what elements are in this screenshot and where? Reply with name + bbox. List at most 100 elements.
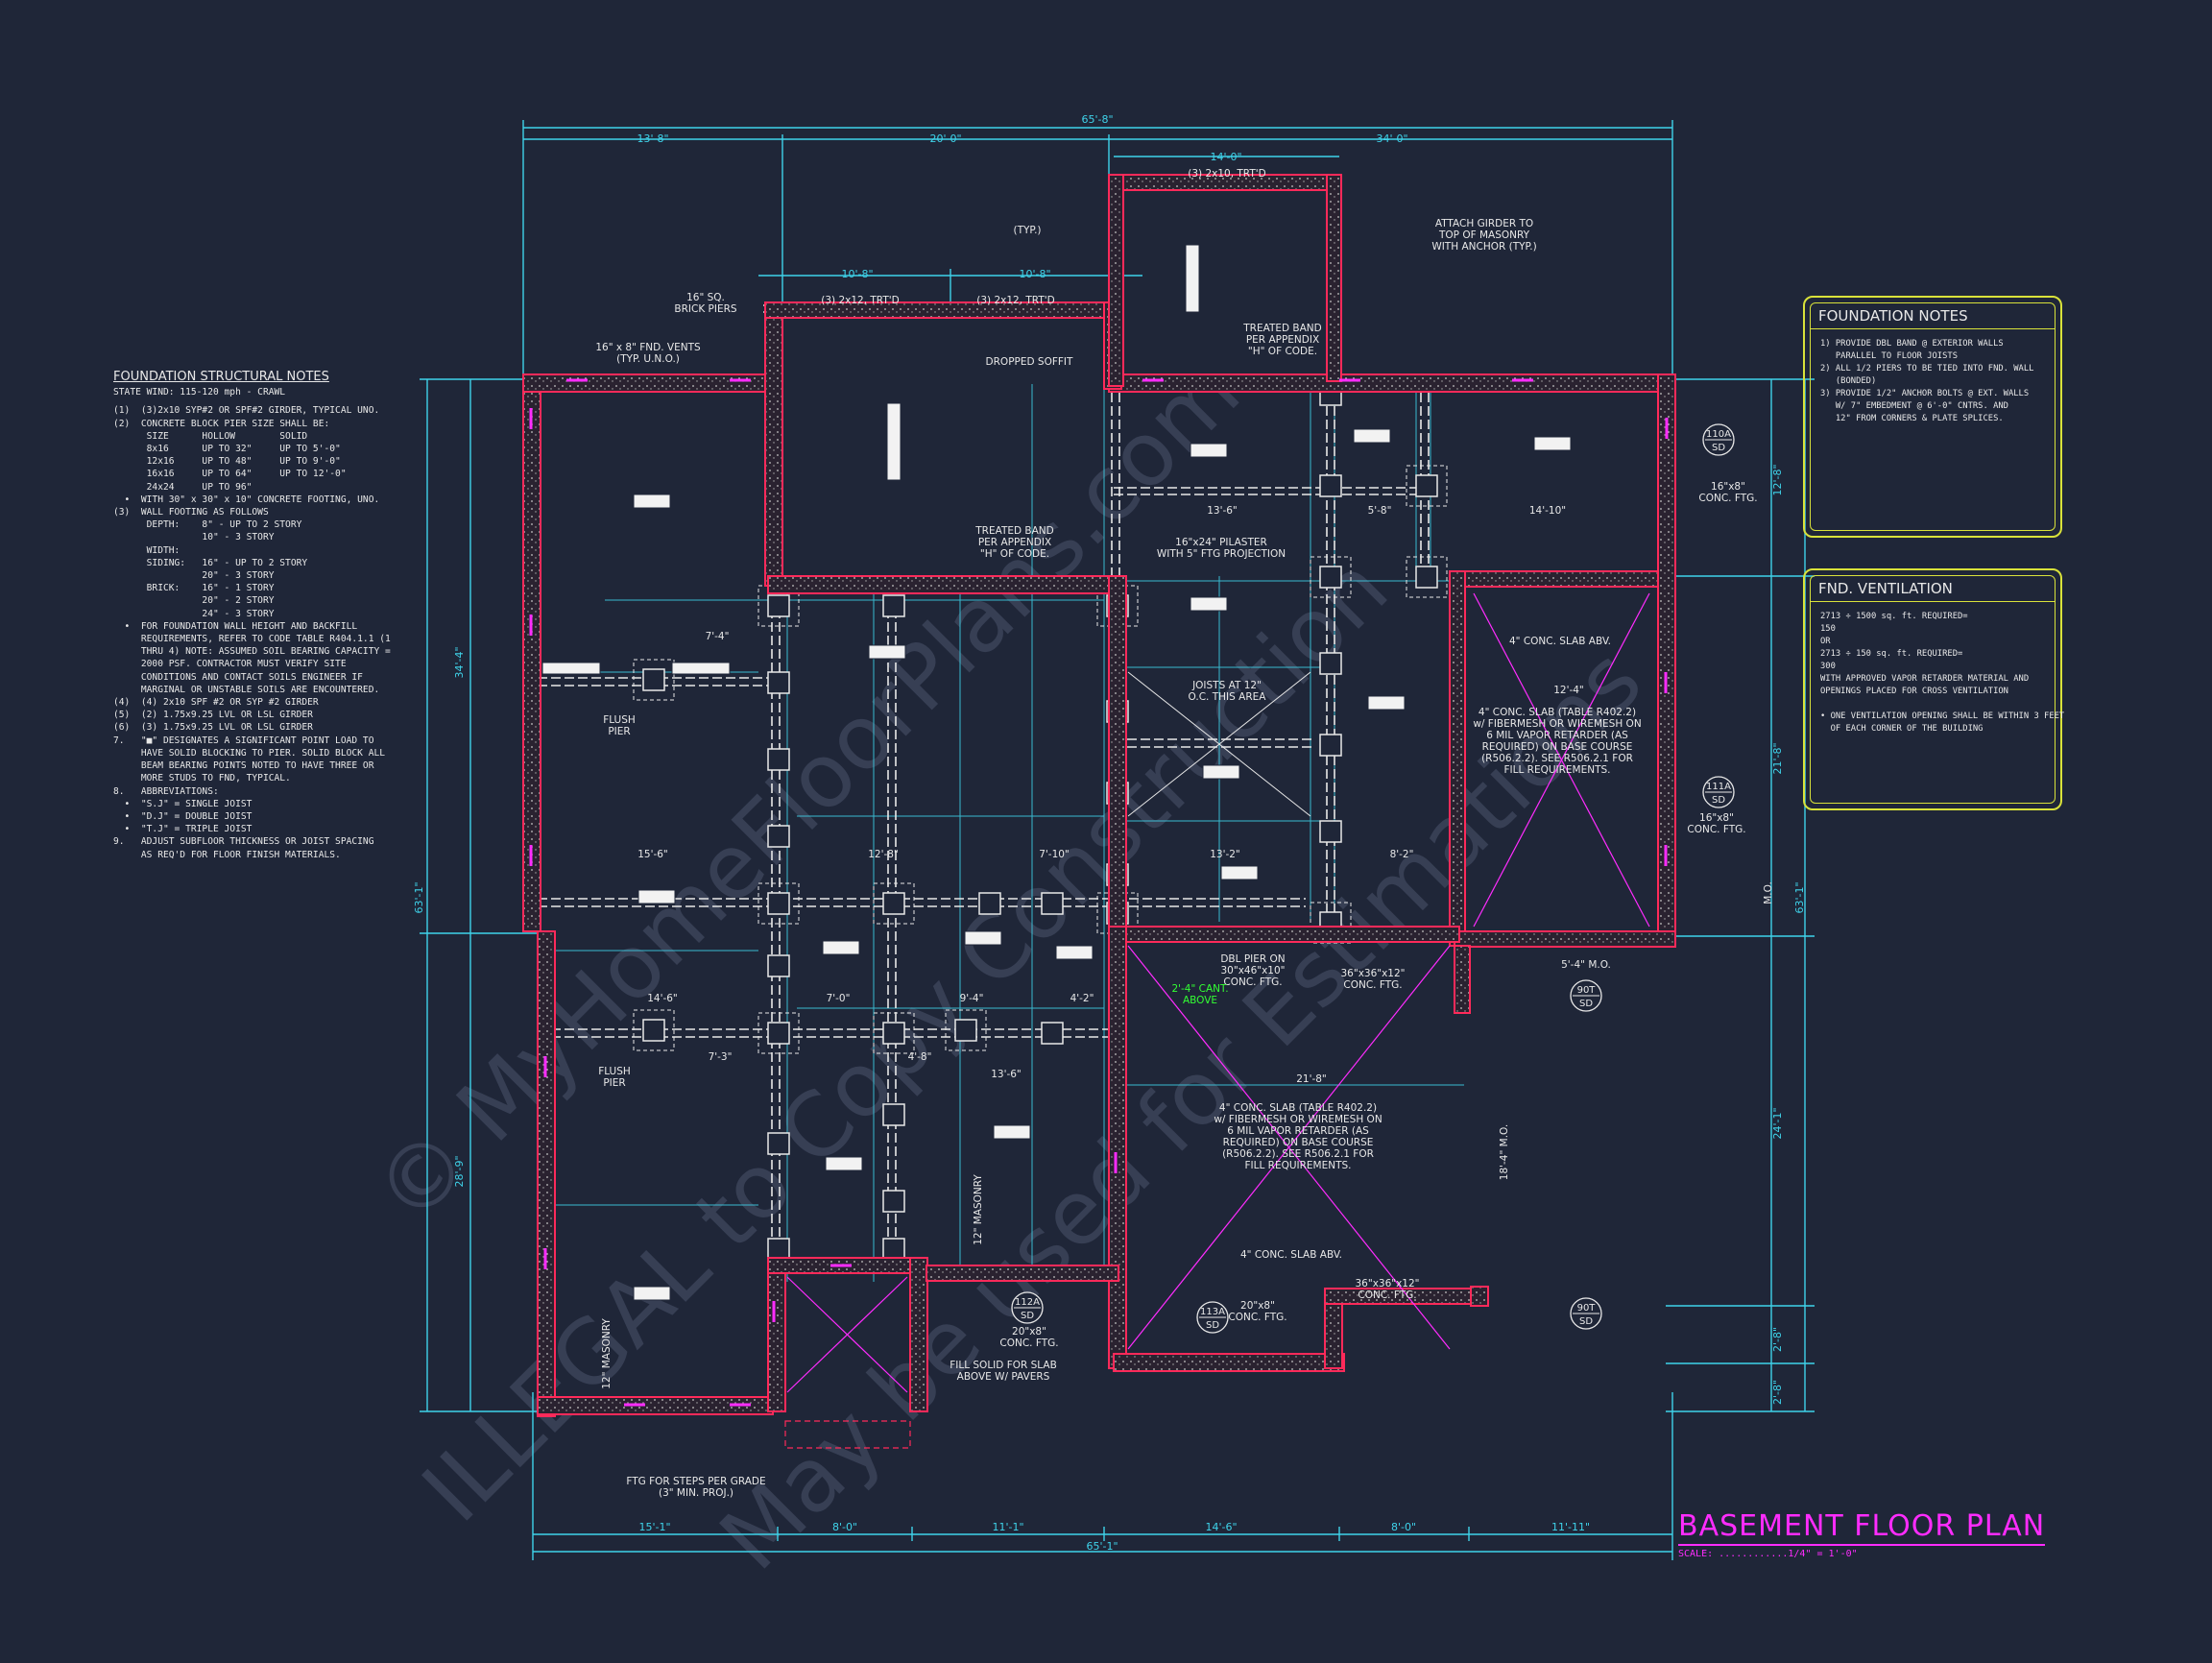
note-masonry-12-1: 12" MASONRY [973, 1174, 984, 1245]
dim-interior-11: 13'-6" [1207, 505, 1238, 517]
dim-interior-20: 4'-8" [908, 1051, 932, 1063]
section-tag-id: 110A [1706, 429, 1731, 440]
joist-area-diagonals [1127, 671, 1311, 817]
structural_notes-line: MORE STUDS TO FND, TYPICAL. [113, 773, 291, 784]
structural_notes-line: REQUIREMENTS, REFER TO CODE TABLE R404.1… [113, 634, 391, 645]
drawing-scale: SCALE: ............1/4" = 1'-0" [1678, 1549, 1858, 1559]
structural_notes-line: 7. "■" DESIGNATES A SIGNIFICANT POINT LO… [113, 735, 374, 746]
note-slab-center: 4" CONC. SLAB (TABLE R402.2)w/ FIBERMESH… [1214, 1102, 1382, 1171]
note-ftg-20x8-1: 20"x8"CONC. FTG. [999, 1326, 1058, 1349]
annotation-line: 16" SQ. [686, 292, 725, 303]
structural_notes-line: (3) WALL FOOTING AS FOLLOWS [113, 507, 269, 518]
dim-interior-13: 14'-10" [1529, 505, 1566, 517]
dim-bottom-seg-5: 8'-0" [1391, 1521, 1416, 1533]
note-slab-abv-right: 4" CONC. SLAB ABV. [1509, 636, 1611, 647]
annotation-line: JOISTS AT 12" [1191, 680, 1262, 691]
ventilation-line: 150 [1820, 624, 1836, 634]
foundation_notes-line: W/ 7" EMBEDMENT @ 6'-0" CNTRS. AND [1820, 401, 2008, 411]
annotation-line: PIER [603, 1077, 625, 1089]
note-ftg-16x8-1: 16"x8"CONC. FTG. [1698, 481, 1757, 504]
annotation-line: FLUSH [603, 714, 636, 726]
foundation_notes-line: (BONDED) [1820, 376, 1877, 386]
section-tag-id: 90T [1577, 1303, 1597, 1314]
section-tag: 113A SD [1196, 1301, 1229, 1334]
annotation-line: FILL REQUIREMENTS. [1503, 764, 1610, 776]
dim-bottom-overall: 65'-1" [1086, 1540, 1118, 1553]
annotation-line: 16"x8" [1699, 812, 1734, 824]
structural_notes-line: 8. ABBREVIATIONS: [113, 785, 219, 797]
structural-notes-panel: FOUNDATION STRUCTURAL NOTES STATE WIND: … [113, 371, 421, 861]
annotation-line: CONC. FTG. [1358, 1289, 1416, 1301]
section-tag-id: 113A [1200, 1307, 1225, 1317]
title-block: BASEMENT FLOOR PLAN SCALE: ............1… [1678, 1509, 2062, 1559]
annotation-line: TOP OF MASONRY [1438, 229, 1530, 241]
foundation_notes-line: 3) PROVIDE 1/2" ANCHOR BOLTS @ EXT. WALL… [1820, 389, 2030, 398]
dim-top-seg-2: 20'-0" [929, 133, 961, 145]
note-ftg-16x8-2: 16"x8"CONC. FTG. [1687, 812, 1745, 835]
dim-interior-6: 7'-0" [827, 993, 851, 1004]
annotation-line: CONC. FTG. [1228, 1312, 1286, 1323]
note-ftg-36-1: 36"x36"x12"CONC. FTG. [1341, 968, 1406, 991]
note-girder-top: (3) 2x10, TRT'D [1188, 168, 1265, 180]
dimension-lines [420, 120, 1815, 1560]
structural_notes-line: SIDING: 16" - UP TO 2 STORY [113, 557, 308, 568]
annotation-line: (3" MIN. PROJ.) [659, 1487, 733, 1499]
section-tag-id: 111A [1706, 782, 1731, 792]
ventilation-line: 300 [1820, 662, 1836, 671]
dim-interior-12: 5'-8" [1368, 505, 1392, 517]
note-dropped-soffit: DROPPED SOFFIT [986, 356, 1073, 368]
dim-right-seg-3: 24'-1" [1771, 1107, 1784, 1139]
ventilation-line: • ONE VENTILATION OPENING SHALL BE WITHI… [1820, 711, 2065, 721]
annotation-line: 16" x 8" FND. VENTS [595, 342, 701, 353]
annotation-line: WITH 5" FTG PROJECTION [1157, 548, 1286, 560]
annotation-line: WITH ANCHOR (TYP.) [1431, 241, 1536, 253]
annotation-line: CONC. FTG. [1223, 976, 1282, 988]
annotation-line: (R506.2.2). SEE R506.2.1 FOR [1481, 753, 1633, 764]
foundation_notes-line: 12" FROM CORNERS & PLATE SPLICES. [1820, 414, 2004, 423]
section-tag-sheet: SD [1206, 1320, 1219, 1331]
structural_notes-line: • "S.J" = SINGLE JOIST [113, 798, 252, 809]
structural_notes-line: WIDTH: [113, 544, 180, 556]
dim-right-seg-4: 2'-8" [1771, 1327, 1784, 1352]
ventilation-line: OF EACH CORNER OF THE BUILDING [1820, 724, 1984, 734]
note-girder-right: (3) 2x12, TRT'D [976, 295, 1054, 306]
foundation-notes-title: FOUNDATION NOTES [1818, 307, 1968, 325]
annotation-line: 36"x36"x12" [1356, 1278, 1420, 1289]
dim-top-seg-1: 13'-8" [637, 133, 668, 145]
annotation-line: DBL PIER ON [1220, 953, 1285, 965]
annotation-line: O.C. THIS AREA [1189, 691, 1267, 703]
ventilation-line: 2713 ÷ 1500 sq. ft. REQUIRED= [1820, 612, 1968, 621]
annotation-line: 16"x24" PILASTER [1175, 537, 1267, 548]
structural_notes-line: (5) (2) 1.75x9.25 LVL OR LSL GIRDER [113, 710, 313, 721]
step-footing-outline [784, 1420, 911, 1449]
foundation-vents [529, 378, 1669, 1407]
structural_notes-line: HAVE SOLID BLOCKING TO PIER. SOLID BLOCK… [113, 747, 386, 759]
structural_notes-line: 24x24 UP TO 96" [113, 481, 252, 493]
note-masonry-12-2: 12" MASONRY [601, 1318, 613, 1389]
structural_notes-line: DEPTH: 8" - UP TO 2 STORY [113, 519, 302, 531]
annotation-line: 20"x8" [1240, 1300, 1275, 1312]
structural_notes-line: 16x16 UP TO 64" UP TO 12'-0" [113, 469, 347, 480]
annotation-line: TREATED BAND [974, 525, 1054, 537]
dim-top-sub-2: 10'-8" [1019, 268, 1050, 280]
ventilation-line: OPENINGS PLACED FOR CROSS VENTILATION [1820, 687, 2008, 696]
annotation-line: 20"x8" [1012, 1326, 1046, 1338]
annotation-line: (R506.2.2). SEE R506.2.1 FOR [1222, 1148, 1374, 1160]
annotation-line: REQUIRED) ON BASE COURSE [1223, 1137, 1374, 1148]
structural_notes-line: SIZE HOLLOW SOLID [113, 430, 308, 442]
dim-right-overall: 63'-1" [1793, 881, 1806, 913]
annotation-line: REQUIRED) ON BASE COURSE [1482, 741, 1633, 753]
note-mo-label: M.O. [1763, 881, 1774, 904]
structural_notes-line: (6) (3) 1.75x9.25 LVL OR LSL GIRDER [113, 722, 313, 734]
dim-interior-18: 5'-4" M.O. [1561, 959, 1611, 971]
structural_notes-line: 24" - 3 STORY [113, 608, 275, 619]
structural_notes-line: 20" - 2 STORY [113, 595, 275, 607]
annotation-line: ATTACH GIRDER TO [1435, 218, 1533, 229]
ventilation-title: FND. VENTILATION [1818, 580, 1953, 597]
